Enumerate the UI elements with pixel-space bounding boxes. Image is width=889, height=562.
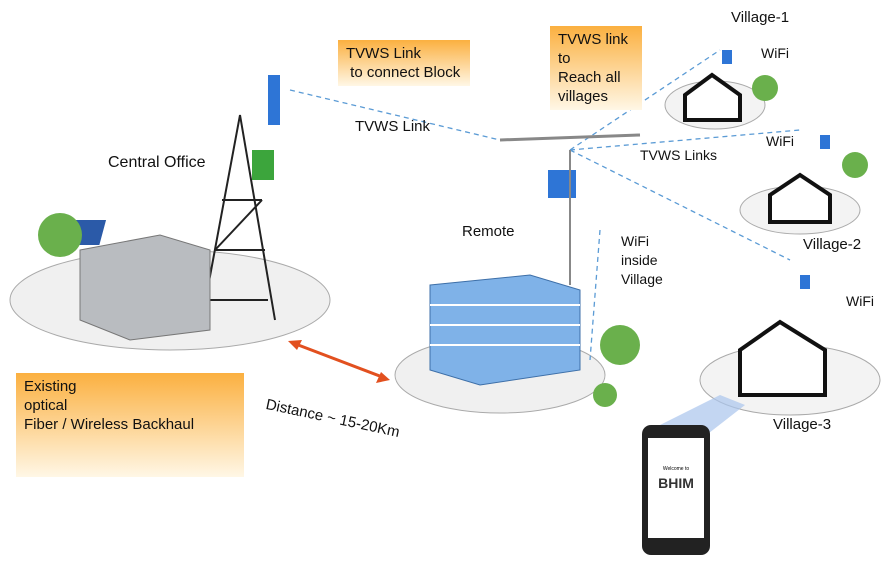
label-wifi-3: WiFi <box>846 293 874 309</box>
bhim-logo: BHIM <box>658 475 694 491</box>
label-tvws-links: TVWS Links <box>640 147 718 163</box>
label-village-2: Village-2 <box>803 236 862 253</box>
tvws-link-lines <box>289 49 801 361</box>
note-villages: TVWS link to Reach all villages <box>550 26 642 110</box>
tree-icons <box>38 75 868 407</box>
remote-building-icon <box>429 274 581 386</box>
house-icons <box>683 72 832 397</box>
label-village-3: Village-3 <box>773 416 832 433</box>
distance-arrow <box>292 341 386 380</box>
note-backhaul: Existing optical Fiber / Wireless Backha… <box>16 373 244 477</box>
label-central-office: Central Office <box>108 154 206 171</box>
label-village-1: Village-1 <box>731 9 790 26</box>
radio-unit-icon <box>252 150 274 180</box>
label-tvws-link: TVWS Link <box>355 118 431 135</box>
label-wifi-1: WiFi <box>761 45 789 61</box>
village-radio-icons <box>722 50 830 289</box>
tower-icon <box>199 114 276 331</box>
label-remote: Remote <box>462 223 515 240</box>
label-wifi-2: WiFi <box>766 133 794 149</box>
central-office-building <box>79 234 211 341</box>
phone-welcome: Welcome to <box>663 466 690 472</box>
antenna-icon <box>268 75 280 125</box>
label-wifi-inside-village: WiFi inside Village <box>621 233 663 287</box>
remote-radio-icon <box>548 170 576 198</box>
note-block: TVWS Link to connect Block <box>338 40 470 86</box>
remote-yagi-antenna <box>499 133 641 142</box>
